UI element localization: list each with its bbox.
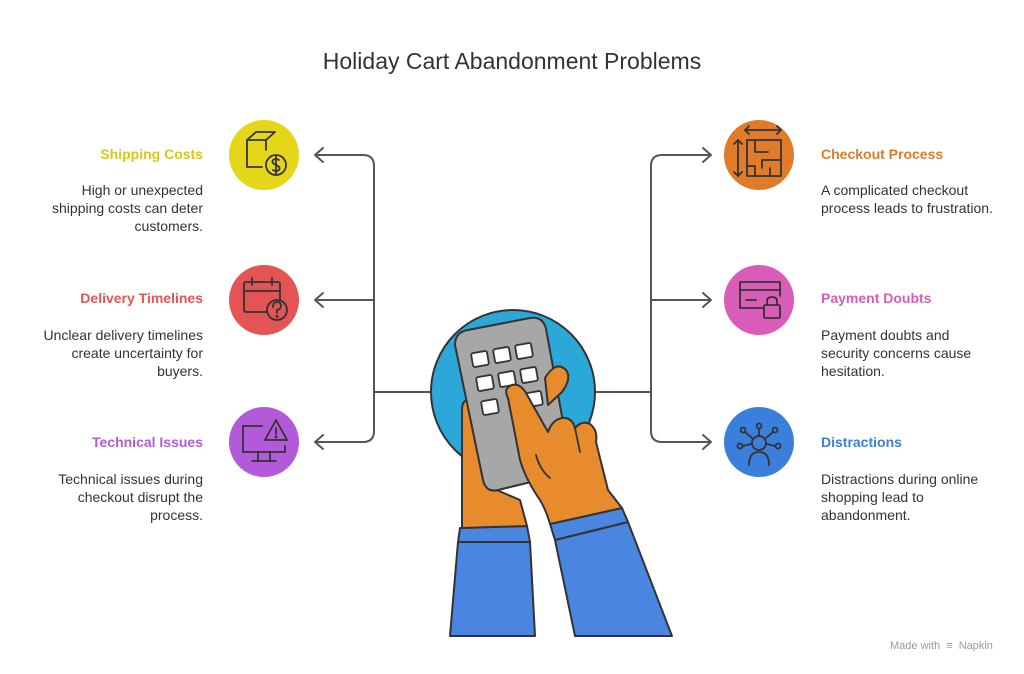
desc-checkout-process: A complicated checkout process leads to … bbox=[821, 182, 993, 216]
label-distractions: Distractions bbox=[821, 434, 902, 450]
shipping-icon-circle bbox=[229, 120, 299, 190]
distractions-icon-circle bbox=[724, 407, 794, 477]
package-dollar-icon bbox=[246, 131, 287, 176]
connector-technical bbox=[315, 391, 375, 443]
label-delivery-timelines: Delivery Timelines bbox=[80, 290, 203, 306]
desc-delivery-timelines: Unclear delivery timelines create uncert… bbox=[43, 327, 203, 379]
right-hand-knuckle bbox=[535, 454, 551, 479]
right-connectors bbox=[594, 147, 712, 450]
label-checkout-process: Checkout Process bbox=[821, 146, 944, 162]
label-shipping-costs: Shipping Costs bbox=[100, 146, 203, 162]
desc-distractions: Distractions during online shopping lead… bbox=[821, 471, 979, 523]
desc-payment-doubts: Payment doubts and security concerns cau… bbox=[821, 327, 972, 379]
label-technical-issues: Technical Issues bbox=[91, 434, 203, 450]
right-hand-finger-line bbox=[574, 427, 581, 453]
payment-icon-circle bbox=[724, 265, 794, 335]
delivery-icon-circle bbox=[229, 265, 299, 335]
connector-shipping bbox=[315, 154, 375, 393]
left-sleeve bbox=[449, 541, 536, 637]
connector-distractions bbox=[650, 391, 711, 443]
right-hand bbox=[505, 383, 623, 525]
arrowhead-payment bbox=[702, 292, 712, 308]
person-distracted-icon bbox=[736, 422, 782, 466]
arrowhead-technical bbox=[314, 434, 324, 450]
monitor-warning-icon bbox=[242, 419, 288, 462]
left-connectors bbox=[314, 147, 431, 450]
napkin-logo-icon: ≡ bbox=[946, 640, 953, 652]
arrowhead-delivery bbox=[314, 292, 324, 308]
card-lock-icon bbox=[739, 281, 781, 319]
watermark-brand: Napkin bbox=[958, 640, 993, 652]
watermark-prefix: Made with bbox=[890, 640, 941, 652]
left-thumb bbox=[544, 365, 570, 406]
arrowhead-shipping bbox=[314, 147, 324, 163]
connector-checkout bbox=[650, 154, 711, 393]
center-illustration bbox=[430, 309, 673, 637]
desc-shipping-costs: High or unexpected shipping costs can de… bbox=[52, 182, 203, 234]
label-payment-doubts: Payment Doubts bbox=[821, 290, 932, 306]
desc-technical-issues: Technical issues during checkout disrupt… bbox=[58, 471, 203, 523]
right-sleeve bbox=[554, 521, 673, 637]
calendar-question-icon bbox=[243, 277, 288, 321]
technical-icon-circle bbox=[229, 407, 299, 477]
checkout-icon-circle bbox=[724, 120, 794, 190]
arrowhead-distractions bbox=[702, 434, 712, 450]
watermark: Made with ≡ Napkin bbox=[890, 640, 993, 652]
page-title: Holiday Cart Abandonment Problems bbox=[322, 48, 702, 74]
maze-icon bbox=[733, 125, 782, 177]
arrowhead-checkout bbox=[702, 147, 712, 163]
